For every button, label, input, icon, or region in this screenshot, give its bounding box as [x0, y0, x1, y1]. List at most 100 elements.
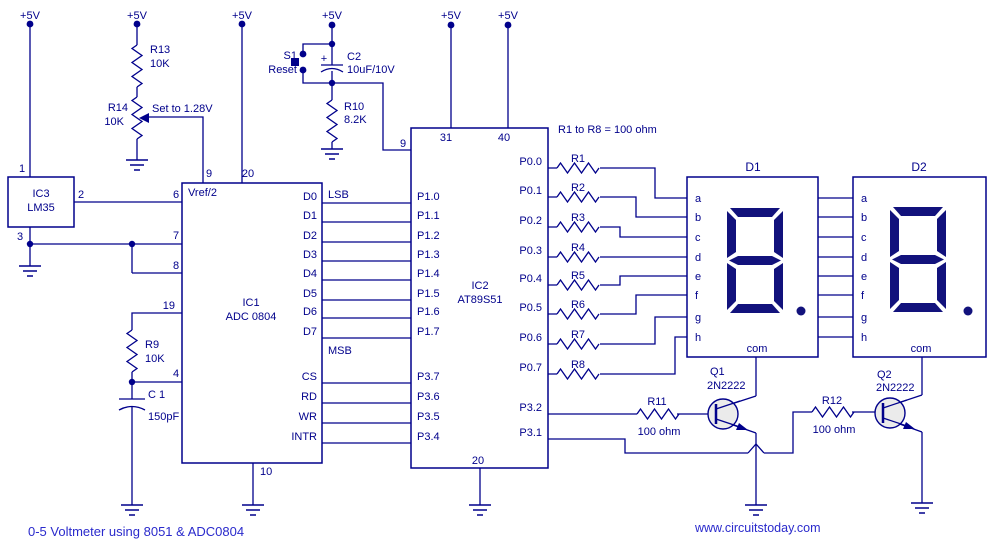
d1-seg-pin: e [695, 271, 701, 283]
r11-value: 100 ohm [638, 426, 681, 438]
ground-symbol [18, 265, 42, 277]
transistor-q2-symbol [874, 397, 915, 429]
junction-dots [26, 20, 512, 386]
mcu-p3-pin: P3.5 [417, 411, 440, 423]
adc-data-pin: D7 [303, 326, 317, 338]
r10-ref: R10 [344, 101, 364, 113]
mcu-p32-pin: P3.2 [519, 402, 542, 414]
c1-ref: C 1 [148, 389, 165, 401]
adc-data-pin: D1 [303, 210, 317, 222]
ic3-pin-3: 3 [17, 231, 23, 243]
data-bus-wires [322, 202, 411, 339]
d1-seg-pin: c [695, 232, 701, 244]
decimal-point-d2 [963, 306, 973, 316]
mcu-p0-pin: P0.6 [519, 332, 542, 344]
reset-circuit-wires [302, 43, 411, 151]
q1-part: 2N2222 [707, 380, 746, 392]
ground-symbol [241, 504, 265, 516]
d2-seg-pin: h [861, 332, 867, 344]
resistor-r9-symbol [126, 329, 138, 373]
r7-ref: R7 [571, 329, 585, 341]
c1-value: 150pF [148, 411, 179, 423]
adc-ctrl-pin: INTR [291, 431, 317, 443]
adc-ref: IC1 [242, 297, 259, 309]
display-d1-box [686, 176, 819, 358]
mcu-p3-pin: P3.6 [417, 391, 440, 403]
d1-com-label: com [747, 343, 768, 355]
mcu-pin-31: 31 [440, 132, 452, 144]
transistor-q1-symbol [707, 398, 748, 430]
adc-clock-rc-wires [131, 312, 182, 505]
r13-value: 10K [150, 58, 170, 70]
adc-part: ADC 0804 [226, 311, 277, 323]
c2-value: 10uF/10V [347, 64, 395, 76]
switch-ref: S1 [284, 50, 297, 62]
ground-symbol [468, 504, 492, 516]
mcu-p0-pin: P0.3 [519, 245, 542, 257]
power-label: +5V [322, 10, 343, 22]
r14-value: 10K [104, 116, 124, 128]
r14-ref: R14 [108, 102, 128, 114]
ground-symbol [120, 504, 144, 516]
mcu-p0-pin: P0.5 [519, 302, 542, 314]
adc-vref-label: Vref/2 [188, 187, 217, 199]
mcu-p1-pin: P1.0 [417, 191, 440, 203]
sensor-wires [29, 201, 182, 274]
c2-ref: C2 [347, 51, 361, 63]
schematic-title: 0-5 Voltmeter using 8051 & ADC0804 [28, 524, 244, 539]
ground-symbol [744, 504, 768, 516]
adc-pin-19: 19 [163, 300, 175, 312]
adc-pin-8: 8 [173, 260, 179, 272]
q2-part: 2N2222 [876, 382, 915, 394]
adc-data-pin: D5 [303, 288, 317, 300]
ic3-pin-1: 1 [19, 163, 25, 175]
r1-ref: R1 [571, 153, 585, 165]
mcu-p1-pin: P1.6 [417, 306, 440, 318]
mcu-p31-pin: P3.1 [519, 427, 542, 439]
q2-ref: Q2 [877, 369, 892, 381]
pot-wiper-arrow [139, 113, 149, 123]
r11-ref: R11 [647, 396, 666, 408]
mcu-p1-pin: P1.3 [417, 249, 440, 261]
ic3-ref: IC3 [32, 188, 49, 200]
adc-ctrl-pin: WR [299, 411, 317, 423]
adc-pin-10: 10 [260, 466, 272, 478]
q1-ref: Q1 [710, 366, 725, 378]
d1-ref: D1 [745, 160, 761, 174]
r12-value: 100 ohm [813, 424, 856, 436]
r12-ref: R12 [822, 395, 842, 407]
display-link-wires [818, 197, 853, 338]
power-label: +5V [232, 10, 253, 22]
resistor-r11-symbol [636, 408, 680, 420]
ic3-pin-2: 2 [78, 189, 84, 201]
adc-data-pin: D3 [303, 249, 317, 261]
ic2-at89s51-box [410, 127, 549, 469]
d2-seg-pin: c [861, 232, 867, 244]
r4-ref: R4 [571, 242, 585, 254]
adc-msb-label: MSB [328, 345, 352, 357]
power-label: +5V [127, 10, 148, 22]
mcu-p1-pin: P1.4 [417, 268, 440, 280]
r2-ref: R2 [571, 182, 585, 194]
adc-pin-4: 4 [173, 368, 179, 380]
mcu-p3-pin: P3.4 [417, 431, 440, 443]
d2-com-label: com [911, 343, 932, 355]
r5-ref: R5 [571, 270, 585, 282]
capacitor-c1-symbol [118, 398, 146, 411]
mcu-p1-pin: P1.2 [417, 230, 440, 242]
d2-seg-pin: f [861, 290, 865, 302]
d1-seg-pin: h [695, 332, 701, 344]
adc-pin-20: 20 [242, 168, 254, 180]
adc-data-pin: D0 [303, 191, 317, 203]
mcu-pin-9: 9 [400, 138, 406, 150]
ic3-part: LM35 [27, 202, 55, 214]
mcu-p0-pin: P0.1 [519, 185, 542, 197]
d2-seg-pin: e [861, 271, 867, 283]
r9-value: 10K [145, 353, 165, 365]
switch-label: Reset [268, 64, 297, 76]
ground-symbol [320, 148, 344, 160]
r8-ref: R8 [571, 359, 585, 371]
c2-polarity: + [321, 53, 327, 65]
